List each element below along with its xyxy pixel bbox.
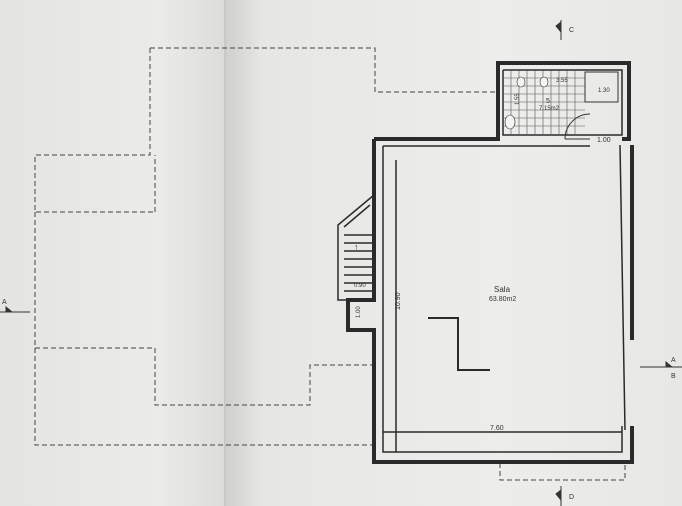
section-marker-right-top: A xyxy=(671,357,676,364)
stair-arrow: ↑ xyxy=(354,242,359,252)
section-marker-top: C xyxy=(569,27,574,34)
room-width-dim: 7.60 xyxy=(490,425,504,432)
section-marker-bottom: D xyxy=(569,494,574,501)
stair xyxy=(337,194,375,301)
bathroom-area: 7.15m2 xyxy=(539,106,560,112)
room-area: 63.80m2 xyxy=(489,296,516,303)
bathroom-dim-a: 3.55 xyxy=(556,78,568,84)
section-line-ab xyxy=(0,305,682,368)
stair-width-dim: 0.90 xyxy=(354,283,366,289)
inner-walls xyxy=(382,69,626,453)
paper-fold xyxy=(224,0,226,506)
bathroom-dim-b: 1.30 xyxy=(598,88,610,94)
room-name: Sala xyxy=(494,285,511,294)
section-marker-left: A xyxy=(2,299,7,306)
dashed-footprint xyxy=(34,47,626,481)
paper-right-panel xyxy=(225,0,682,506)
stair-depth-dim: 1.00 xyxy=(356,306,362,318)
bathroom-door xyxy=(564,113,591,140)
bathroom-number: 5 xyxy=(546,98,550,105)
paper-left-panel xyxy=(0,0,225,506)
section-line-cd xyxy=(555,20,562,506)
walls xyxy=(346,61,634,464)
section-marker-right-bottom: B xyxy=(671,373,676,380)
room-height-dim: 10.90 xyxy=(395,292,402,310)
bathroom-dim-c: 1.55 xyxy=(515,93,521,105)
center-mark xyxy=(428,317,490,371)
bathroom-tiles xyxy=(503,70,619,135)
bathroom-dim-d: 1.00 xyxy=(597,137,611,144)
